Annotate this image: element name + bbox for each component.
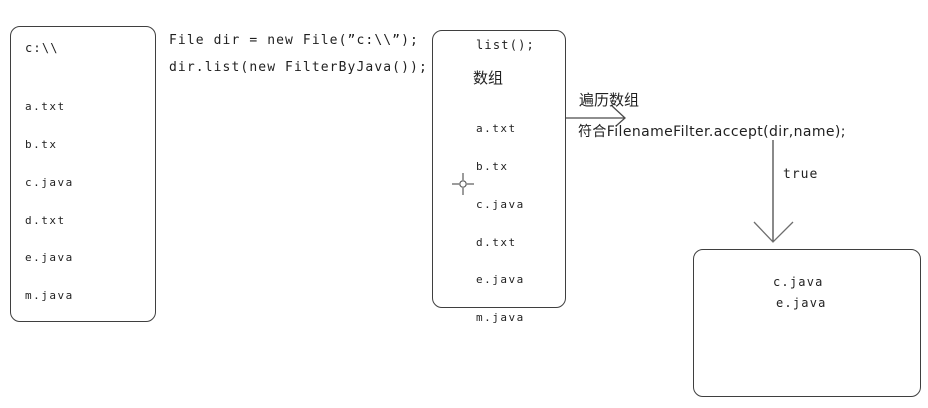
code-line-dir-list: dir.list(new FilterByJava());: [169, 60, 428, 75]
list-item: e.java: [476, 273, 525, 287]
array-box: list(); 数组 a.txt b.tx c.java d.txt e.jav…: [432, 30, 566, 324]
list-item: d.txt: [476, 235, 517, 249]
list-item: c.java: [476, 197, 525, 211]
list-item: a.txt: [25, 100, 66, 114]
list-item: b.tx: [25, 137, 58, 151]
list-item: e.java: [776, 296, 827, 310]
list-item: b.tx: [476, 159, 509, 173]
list-item: e.java: [25, 251, 74, 265]
accept-filter-label: 符合FilenameFilter.accept(dir,name);: [578, 124, 846, 140]
directory-file-list: a.txt b.tx c.java d.txt e.java m.java: [25, 76, 74, 328]
list-item: c.java: [773, 275, 824, 289]
array-box-header: list();: [476, 38, 535, 52]
array-box-label: 数组: [473, 69, 504, 87]
directory-title: c:\\: [25, 41, 59, 55]
directory-box: c:\\ a.txt b.tx c.java d.txt e.java m.ja…: [10, 26, 156, 322]
true-label: true: [783, 167, 819, 182]
code-line-new-file: File dir = new File(”c:\\”);: [169, 33, 419, 48]
list-item: d.txt: [25, 213, 66, 227]
list-item: m.java: [25, 289, 74, 303]
list-item: a.txt: [476, 122, 517, 136]
list-item: c.java: [25, 175, 74, 189]
list-item: m.java: [476, 311, 525, 325]
arrow-down-icon: [753, 140, 794, 243]
iterate-array-label: 遍历数组: [579, 91, 640, 109]
array-file-list: a.txt b.tx c.java d.txt e.java m.java: [476, 98, 525, 350]
result-box: c.java e.java: [693, 249, 921, 397]
